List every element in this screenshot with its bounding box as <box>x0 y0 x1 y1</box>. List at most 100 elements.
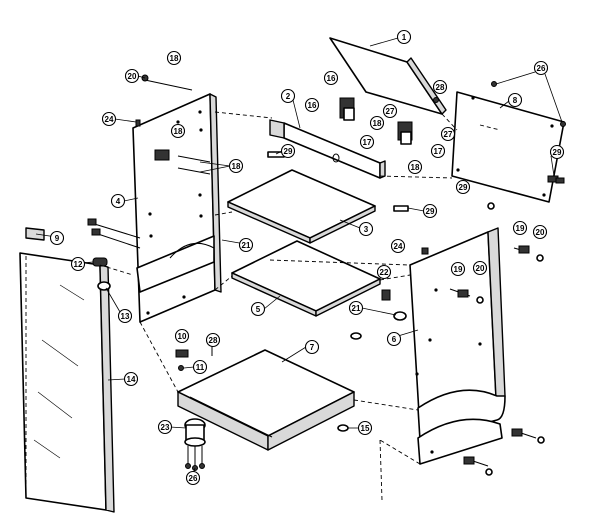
callout-number: 18 <box>174 127 183 136</box>
callout-number: 16 <box>308 101 317 110</box>
part-6-right-side-panel <box>409 227 506 441</box>
callout-circle <box>507 92 523 108</box>
callout-c16a: 16 <box>323 70 339 86</box>
callout-circle <box>386 331 402 347</box>
callout-circle <box>472 260 488 276</box>
callout-number: 19 <box>516 224 525 233</box>
part-7-bottom-base <box>177 349 355 451</box>
callout-circle <box>382 103 398 119</box>
callout-number: 28 <box>436 83 445 92</box>
callout-number: 1 <box>402 33 407 42</box>
callout-circle <box>185 470 201 486</box>
part-9-hinge <box>25 227 45 241</box>
callout-number: 26 <box>537 64 546 73</box>
callout-c21a: 21 <box>238 237 254 253</box>
callout-c19a: 19 <box>512 220 528 236</box>
callout-c29d: 29 <box>455 179 471 195</box>
callout-c28b: 28 <box>205 332 221 348</box>
hardware-screws <box>87 74 566 476</box>
callout-number: 18 <box>373 119 382 128</box>
callout-c8: 8 <box>507 92 523 108</box>
callout-number: 27 <box>386 107 395 116</box>
callout-circle <box>228 158 244 174</box>
part-13-knob <box>97 281 111 291</box>
callout-c19b: 19 <box>450 261 466 277</box>
callout-circle <box>170 123 186 139</box>
callout-circle <box>348 300 364 316</box>
callout-c16b: 16 <box>304 97 320 113</box>
part-5-middle-shelf <box>231 240 381 317</box>
callout-circle <box>192 359 208 375</box>
callout-c22: 22 <box>376 264 392 280</box>
callout-circle <box>440 126 456 142</box>
callout-c29c: 29 <box>549 144 565 160</box>
callout-c28a: 28 <box>432 79 448 95</box>
part-23-caster-bracket <box>184 418 206 447</box>
part-8-back-panel <box>451 91 565 203</box>
callout-c29a: 29 <box>280 143 296 159</box>
callout-circle <box>376 264 392 280</box>
callout-c2: 2 <box>280 88 296 104</box>
callout-circle <box>359 134 375 150</box>
callout-number: 24 <box>394 242 403 251</box>
callout-circle <box>512 220 528 236</box>
part-16-lid-hinge-left <box>339 97 355 121</box>
callout-c4: 4 <box>110 193 126 209</box>
callout-number: 28 <box>209 336 218 345</box>
callout-c3: 3 <box>358 221 374 237</box>
callout-number: 23 <box>161 423 170 432</box>
callout-number: 20 <box>476 264 485 273</box>
callout-circle <box>450 261 466 277</box>
part-16-lid-hinge-right <box>397 121 413 145</box>
callout-circle <box>174 328 190 344</box>
callout-circle <box>357 420 373 436</box>
callout-number: 3 <box>364 225 369 234</box>
callout-circle <box>205 332 221 348</box>
callout-number: 8 <box>513 96 518 105</box>
callout-number: 13 <box>121 312 130 321</box>
callout-number: 22 <box>380 268 389 277</box>
callout-c24b: 24 <box>390 238 406 254</box>
callout-number: 7 <box>310 343 315 352</box>
callout-c18e: 18 <box>407 159 423 175</box>
callout-c6: 6 <box>386 331 402 347</box>
callout-c27b: 27 <box>440 126 456 142</box>
callout-number: 24 <box>105 115 114 124</box>
callout-c11: 11 <box>192 359 208 375</box>
callout-number: 27 <box>444 130 453 139</box>
callout-number: 20 <box>128 72 137 81</box>
callout-circle <box>101 111 117 127</box>
callout-number: 10 <box>178 332 187 341</box>
callout-number: 12 <box>74 260 83 269</box>
callout-number: 5 <box>256 305 261 314</box>
callout-number: 4 <box>116 197 121 206</box>
callout-circle <box>117 308 133 324</box>
callout-circle <box>157 419 173 435</box>
callout-number: 6 <box>392 335 397 344</box>
callout-number: 26 <box>189 474 198 483</box>
callout-circle <box>422 203 438 219</box>
callout-c14: 14 <box>123 371 139 387</box>
callout-c26a: 26 <box>533 60 549 76</box>
callout-number: 2 <box>286 92 291 101</box>
callout-number: 21 <box>352 304 361 313</box>
callout-c20a: 20 <box>124 68 140 84</box>
callout-c13: 13 <box>117 308 133 324</box>
callout-circle <box>304 339 320 355</box>
callout-circle <box>323 70 339 86</box>
callout-c1: 1 <box>396 29 412 45</box>
callout-circle <box>390 238 406 254</box>
callout-circle <box>123 371 139 387</box>
callout-number: 29 <box>284 147 293 156</box>
callout-circle <box>110 193 126 209</box>
callout-circle <box>250 301 266 317</box>
callout-number: 15 <box>361 424 370 433</box>
leader-lines <box>35 37 563 473</box>
callout-c18d: 18 <box>369 115 385 131</box>
callout-circle <box>280 88 296 104</box>
part-26-caster-screws <box>185 446 205 471</box>
callout-circle <box>455 179 471 195</box>
callout-number: 19 <box>454 265 463 274</box>
callout-circle <box>304 97 320 113</box>
